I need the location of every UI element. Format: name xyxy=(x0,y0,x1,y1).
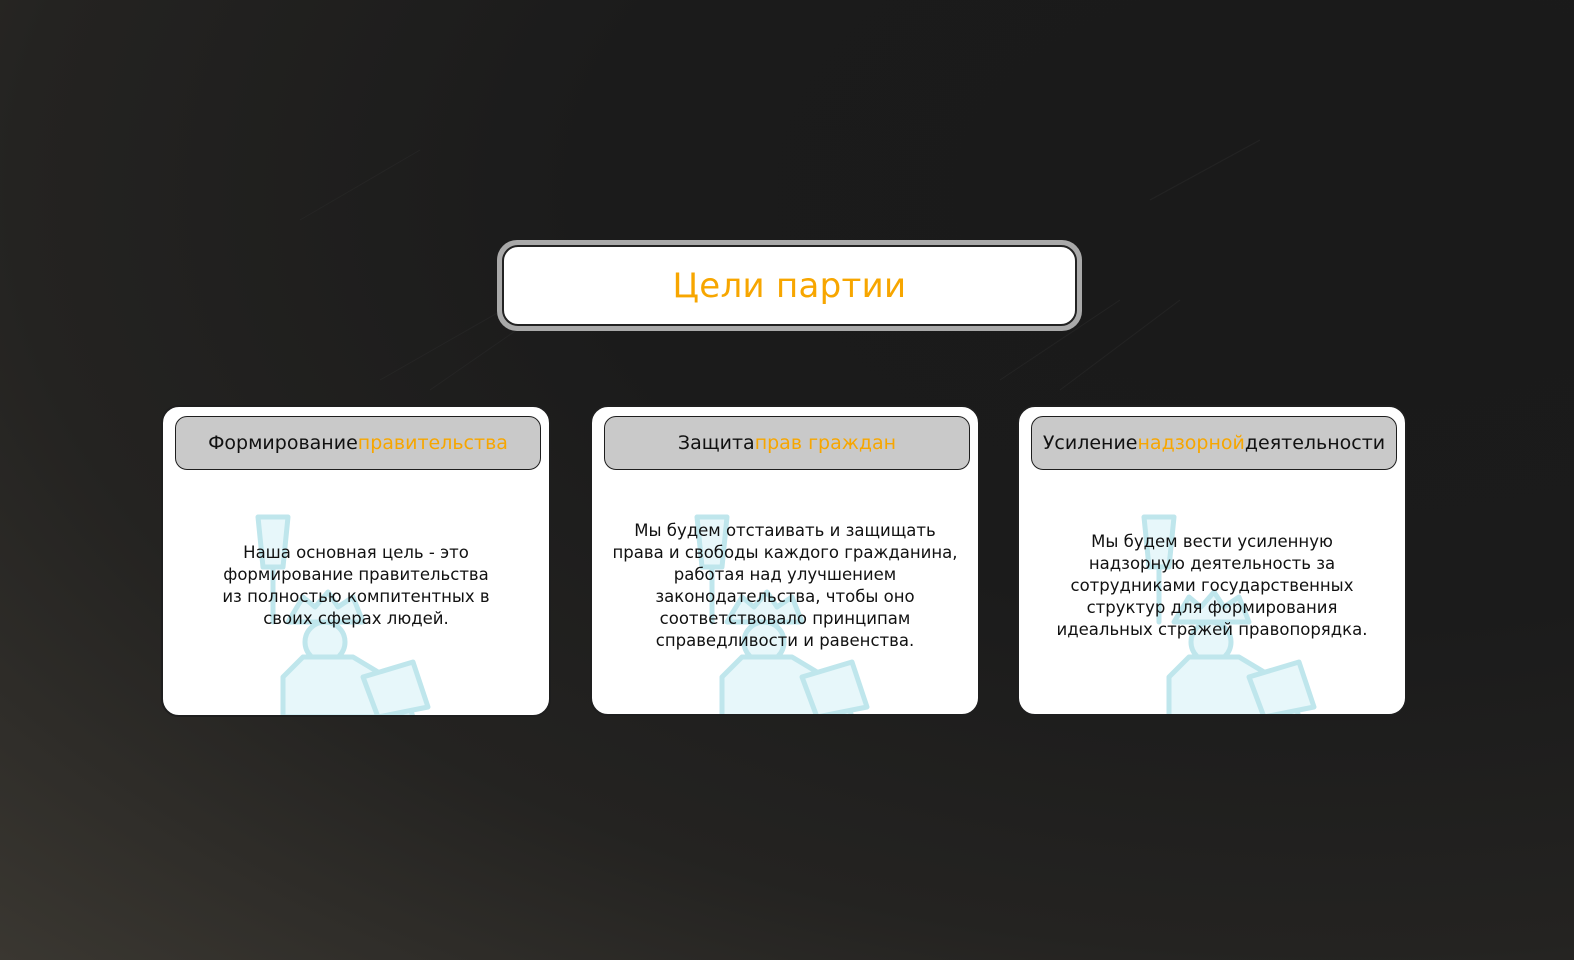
title-frame: Цели партии xyxy=(497,240,1082,331)
card-header-text: Защита xyxy=(677,432,755,454)
goal-card-oversight: Усиление надзорной деятельности Мы будем… xyxy=(1017,405,1407,716)
card-header-accent: прав граждан xyxy=(754,432,897,454)
card-header-text: Усиление xyxy=(1042,432,1138,454)
card-description: Мы будем отстаивать и защищать права и с… xyxy=(612,520,958,650)
card-header: Усиление надзорной деятельности xyxy=(1031,416,1397,470)
card-description: Наша основная цель - это формирование пр… xyxy=(222,543,490,628)
card-header-accent: надзорной xyxy=(1137,432,1245,454)
title-box: Цели партии xyxy=(502,245,1077,326)
goal-card-government: Формирование правительства Наша основная… xyxy=(161,405,551,717)
card-description: Мы будем вести усиленную надзорную деяте… xyxy=(1056,531,1368,639)
card-header: Формирование правительства xyxy=(175,416,541,470)
card-header-text-after: деятельности xyxy=(1244,432,1386,454)
goal-card-citizen-rights: Защита прав граждан Мы будем отстаивать … xyxy=(590,405,980,716)
card-body: Мы будем отстаивать и защищать права и с… xyxy=(612,467,958,704)
card-header-text: Формирование xyxy=(208,432,358,454)
card-header-accent: правительства xyxy=(357,432,508,454)
card-body: Мы будем вести усиленную надзорную деяте… xyxy=(1039,467,1385,704)
page-title: Цели партии xyxy=(672,265,907,306)
card-header: Защита прав граждан xyxy=(604,416,970,470)
card-body: Наша основная цель - это формирование пр… xyxy=(183,467,529,705)
